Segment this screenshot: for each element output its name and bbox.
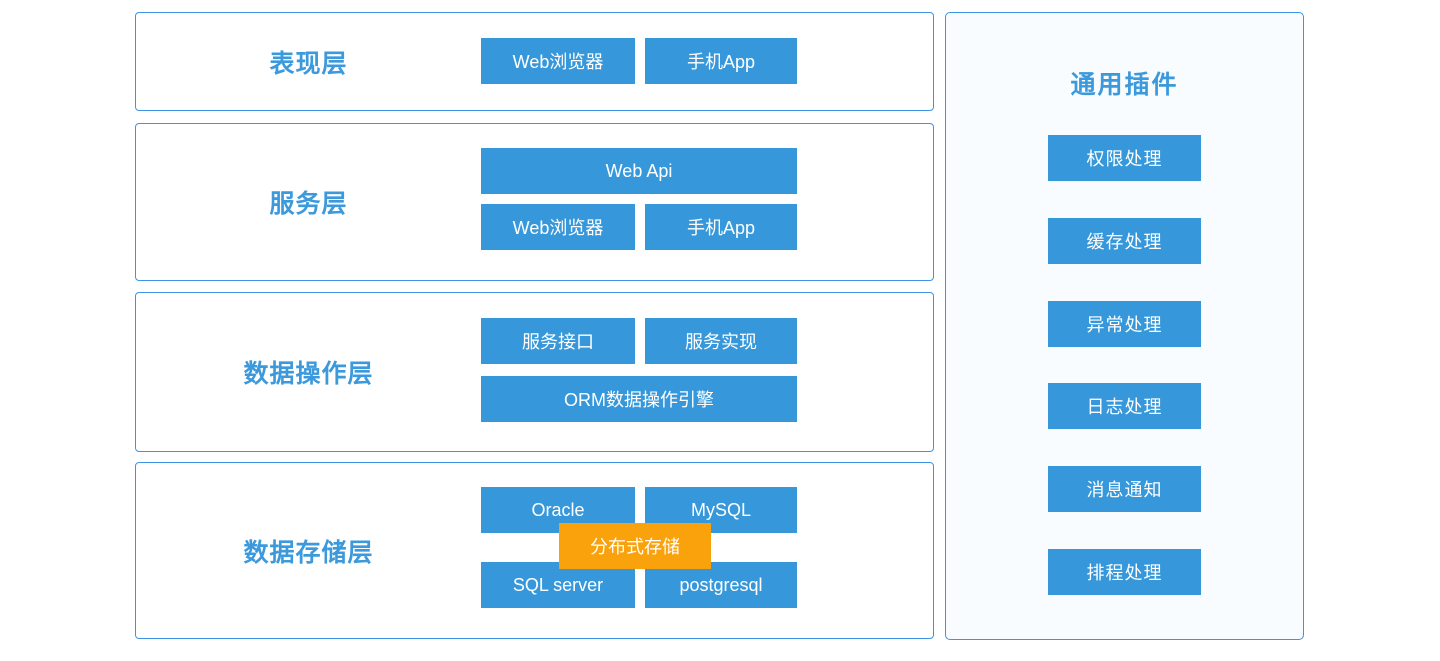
block-oracle: Oracle: [481, 487, 635, 533]
layer-box-data-operation: 数据操作层 服务接口 服务实现 ORM数据操作引擎: [135, 292, 934, 452]
layer-title-presentation: 表现层: [269, 49, 348, 78]
block-orm-engine: ORM数据操作引擎: [481, 376, 797, 422]
layer-title-data-storage: 数据存储层: [243, 538, 374, 567]
block-postgresql: postgresql: [645, 562, 797, 608]
layer-title-data-operation: 数据操作层: [243, 360, 374, 388]
block-schedule-handling: 排程处理: [1048, 549, 1201, 595]
block-cache-handling: 缓存处理: [1048, 218, 1201, 264]
block-mobile-app: 手机App: [645, 204, 797, 250]
block-service-implementation: 服务实现: [645, 318, 797, 364]
block-web-browser: Web浏览器: [481, 38, 635, 84]
layer-box-data-storage: 数据存储层 Oracle MySQL SQL server postgresql…: [135, 462, 934, 639]
layer-box-presentation: 表现层 Web浏览器 手机App: [135, 12, 934, 111]
block-service-interface: 服务接口: [481, 318, 635, 364]
block-message-notification: 消息通知: [1048, 466, 1201, 512]
layer-box-service: 服务层 Web Api Web浏览器 手机App: [135, 123, 934, 281]
block-web-api: Web Api: [481, 148, 797, 194]
plugins-panel: 通用插件 权限处理 缓存处理 异常处理 日志处理 消息通知 排程处理: [945, 12, 1304, 640]
block-log-handling: 日志处理: [1048, 383, 1201, 429]
block-mobile-app: 手机App: [645, 38, 797, 84]
block-distributed-storage: 分布式存储: [559, 523, 711, 569]
plugins-panel-title: 通用插件: [1070, 71, 1179, 99]
block-sql-server: SQL server: [481, 562, 635, 608]
layer-title-service: 服务层: [269, 190, 348, 218]
block-exception-handling: 异常处理: [1048, 301, 1201, 347]
block-web-browser: Web浏览器: [481, 204, 635, 250]
block-permission-handling: 权限处理: [1048, 135, 1201, 181]
